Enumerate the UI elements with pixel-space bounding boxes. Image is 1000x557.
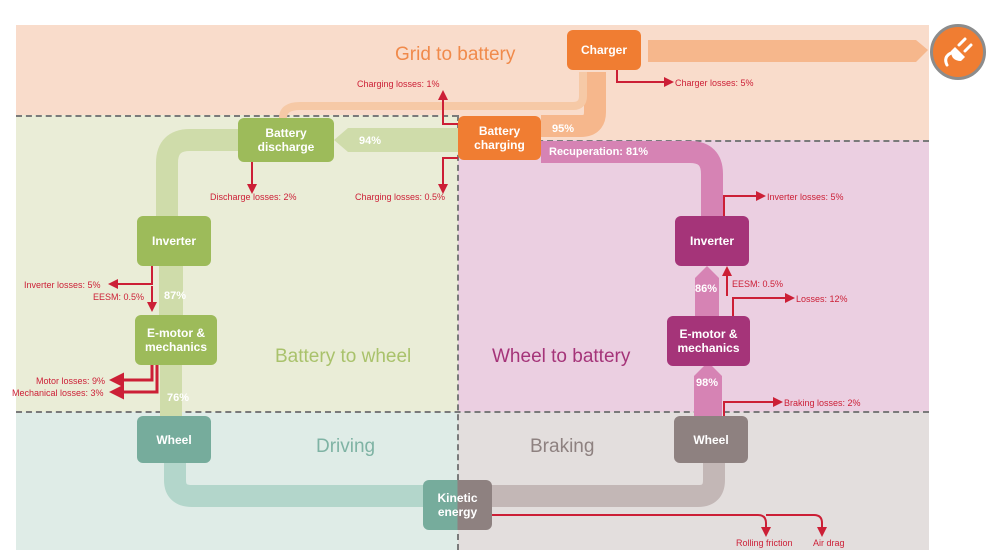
motor-loss-label: Motor losses: 9%	[36, 376, 106, 386]
driving-region	[16, 412, 458, 550]
mechanical-loss-label: Mechanical losses: 3%	[12, 388, 104, 398]
charging-loss-bottom-arrow	[438, 157, 458, 194]
discharge-loss-label: Discharge losses: 2%	[210, 192, 297, 202]
mechanical-loss-arrow	[109, 365, 159, 400]
charging-loss-bottom-label: Charging losses: 0.5%	[355, 192, 446, 202]
braking-label: Braking	[530, 436, 595, 457]
battery-discharge-node: Battery discharge	[238, 118, 334, 162]
eesm-left-label: EESM: 0.5%	[93, 292, 145, 302]
dashed-divider	[458, 140, 929, 142]
kinetic-energy-node: Kinetic energy	[423, 480, 492, 530]
grid-flow-band	[648, 40, 928, 62]
battery-charging-node: Battery charging	[458, 116, 541, 160]
charging-loss-top-arrow	[438, 90, 458, 125]
air-drag-arrow	[766, 514, 827, 537]
discharge-to-inverter-band	[156, 129, 240, 216]
battery-to-wheel-region	[16, 115, 458, 412]
dashed-divider	[16, 115, 458, 117]
battery-to-wheel-label: Battery to wheel	[275, 346, 412, 367]
discharge-efficiency: 94%	[359, 135, 382, 147]
inverter-right-node: Inverter	[675, 216, 749, 266]
recuperation-efficiency: Recuperation: 81%	[549, 146, 649, 158]
inverter-loss-right-label: Inverter losses: 5%	[767, 192, 844, 202]
charger-loss-label: Charger losses: 5%	[675, 78, 754, 88]
braking-flow-band	[492, 462, 725, 507]
rolling-friction-arrow	[492, 514, 771, 537]
wheel-right-efficiency: 98%	[696, 377, 719, 389]
inverter-to-emotor-band	[159, 265, 183, 315]
dashed-divider	[457, 115, 459, 550]
inverter-left-efficiency: 87%	[164, 290, 187, 302]
inverter-loss-left-arrow	[108, 266, 153, 289]
charge-stream-band	[279, 72, 587, 119]
charger-efficiency: 95%	[552, 123, 575, 135]
emotor-left-efficiency: 76%	[167, 392, 190, 404]
inverter-loss-left-label: Inverter losses: 5%	[24, 280, 101, 290]
charger-to-battery-band	[541, 72, 606, 137]
emotor-right-node: E-motor & mechanics	[667, 316, 750, 366]
plug-glyph-icon	[944, 37, 973, 67]
charger-loss-arrow	[616, 70, 674, 87]
air-drag-label: Air drag	[813, 538, 845, 548]
losses-right-label: Losses: 12%	[796, 294, 848, 304]
discharge-flow-band	[334, 128, 458, 152]
motor-loss-arrow	[109, 365, 154, 388]
recuperation-flow-band	[541, 141, 723, 216]
emotor-to-wheel-band	[160, 365, 182, 417]
braking-loss-arrow	[723, 397, 783, 416]
wheel-right-node: Wheel	[674, 416, 748, 463]
losses-right-arrow	[732, 293, 795, 316]
plug-icon	[930, 24, 986, 80]
driving-label: Driving	[316, 436, 376, 457]
inverter-loss-right-arrow	[723, 191, 766, 216]
charger-node: Charger	[567, 30, 641, 70]
charging-loss-top-label: Charging losses: 1%	[357, 79, 440, 89]
rolling-friction-label: Rolling friction	[736, 538, 793, 548]
wheel-to-battery-label: Wheel to battery	[492, 346, 631, 367]
wheel-left-node: Wheel	[137, 416, 211, 463]
emotor-right-efficiency: 86%	[695, 283, 718, 295]
wheel-to-emotor-band	[694, 362, 722, 416]
grid-to-battery-label: Grid to battery	[395, 44, 516, 65]
kinetic-energy-label: Kinetic energy	[437, 491, 478, 519]
dashed-divider	[16, 411, 929, 413]
eesm-right-label: EESM: 0.5%	[732, 279, 784, 289]
inverter-left-node: Inverter	[137, 216, 211, 266]
emotor-to-inverter-band	[695, 266, 719, 316]
driving-flow-band	[164, 462, 423, 507]
emotor-left-node: E-motor & mechanics	[135, 315, 217, 365]
braking-loss-label: Braking losses: 2%	[784, 398, 861, 408]
wheel-to-battery-region	[458, 140, 929, 412]
